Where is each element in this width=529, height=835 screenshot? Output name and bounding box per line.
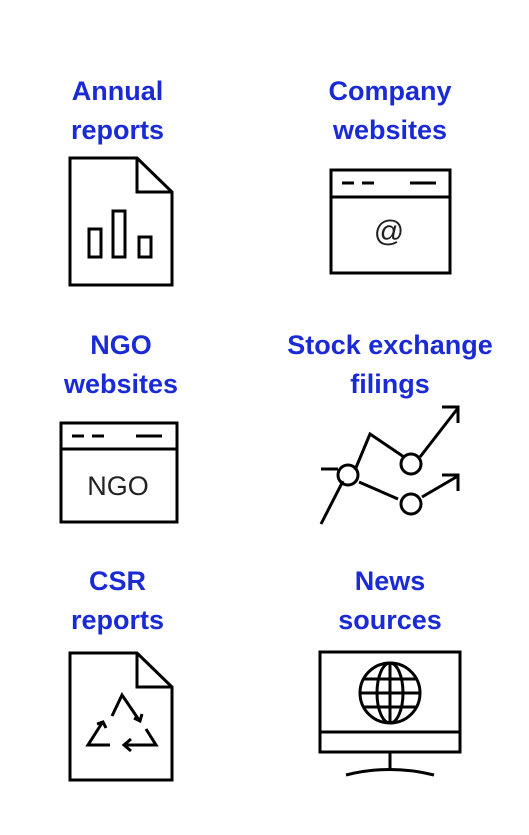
ngo-websites-label: NGO websites — [52, 326, 190, 404]
browser-at-icon: @ — [329, 168, 452, 275]
stock-exchange-filings-label: Stock exchange filings — [270, 326, 510, 404]
bar-chart-document-icon — [68, 156, 174, 287]
company-websites-label-line2: websites — [332, 115, 448, 145]
recycle-document-icon — [68, 651, 174, 782]
ngo-websites-label-line1: NGO — [90, 330, 152, 360]
csr-reports-label-line2: reports — [70, 605, 165, 635]
company-websites-label: Company websites — [300, 72, 480, 150]
company-websites-label-line1: Company — [328, 76, 452, 106]
stock-exchange-filings-label-line2: filings — [350, 369, 430, 399]
browser-at-icon-text: @ — [374, 215, 404, 248]
news-sources-label-line1: News — [354, 566, 426, 596]
annual-reports-label: Annual reports — [50, 72, 185, 150]
csr-reports-label: CSR reports — [50, 562, 185, 640]
news-sources-label: News sources — [322, 562, 458, 640]
globe-monitor-icon — [318, 650, 462, 777]
annual-reports-label-line2: reports — [70, 115, 165, 145]
browser-ngo-icon-text: NGO — [87, 471, 149, 501]
ngo-websites-label-line2: websites — [63, 369, 179, 399]
csr-reports-label-line1: CSR — [88, 566, 146, 596]
news-sources-label-line2: sources — [338, 605, 442, 635]
browser-ngo-icon: NGO — [59, 421, 179, 524]
trend-arrows-icon — [319, 405, 460, 525]
stock-exchange-filings-label-line1: Stock exchange — [287, 330, 493, 360]
annual-reports-label-line1: Annual — [71, 76, 164, 106]
